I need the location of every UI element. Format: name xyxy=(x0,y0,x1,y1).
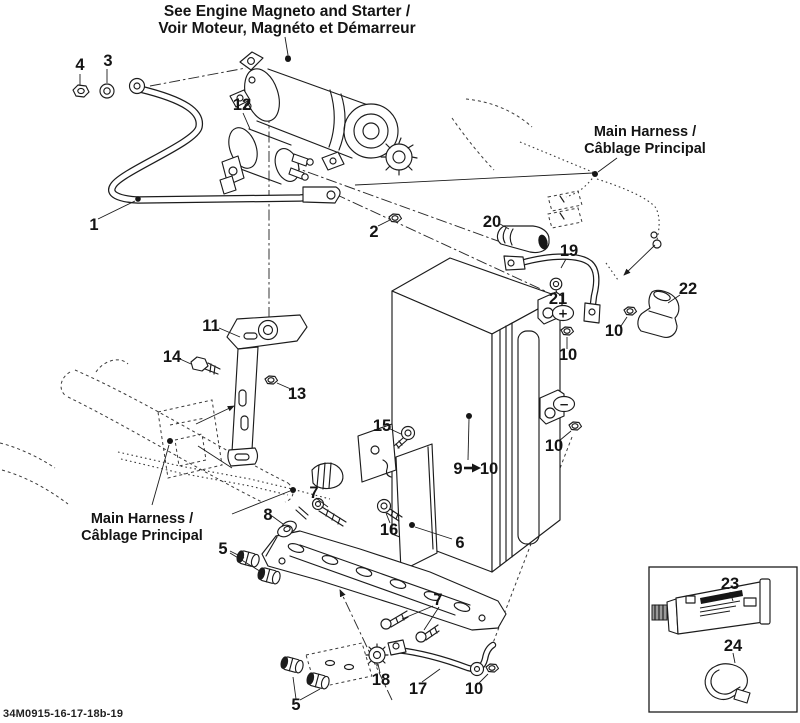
terminal-clip xyxy=(704,663,751,704)
callout-10-boot: 10 xyxy=(605,322,623,340)
harness-connectors-phantom xyxy=(547,190,583,229)
callout-1: 1 xyxy=(89,216,98,234)
callout-18: 18 xyxy=(372,671,390,689)
main-harness-label-left-line2: Câblage Principal xyxy=(81,528,203,544)
callout-5-lower: 5 xyxy=(291,696,300,714)
callout-23: 23 xyxy=(721,575,739,593)
negative-terminal-icon: − xyxy=(552,395,576,413)
leader-lines xyxy=(79,36,736,701)
negative-symbol: − xyxy=(559,398,569,412)
callout-9-to-10: 9 10 xyxy=(453,460,498,478)
callout-12: 12 xyxy=(233,96,251,114)
positive-terminal-icon: + xyxy=(551,304,575,322)
bolt-7-upper xyxy=(295,497,347,527)
callout-21: 21 xyxy=(549,290,567,308)
grease-tube xyxy=(651,578,771,635)
phantom-body-lines xyxy=(0,98,533,505)
main-harness-label-right-line1: Main Harness / xyxy=(594,124,696,140)
harness-connector-box-phantom xyxy=(157,399,223,479)
hold-down-latch xyxy=(311,462,344,490)
service-kit-box xyxy=(648,566,798,713)
callout-24: 24 xyxy=(724,637,743,655)
callout-9: 9 xyxy=(453,460,462,478)
rear-strap xyxy=(387,639,497,677)
sheet-number: 34M0915-16-17-18b-19 xyxy=(3,708,123,720)
starter-gear-icon xyxy=(380,137,418,176)
cable-washer xyxy=(99,83,115,99)
callout-10-battery: 10 xyxy=(480,460,498,478)
solenoid-nut-2 xyxy=(388,213,403,223)
callout-7-upper: 7 xyxy=(309,484,318,502)
callout-10-negative: 10 xyxy=(545,437,563,455)
callout-13: 13 xyxy=(288,385,306,403)
callout-16: 16 xyxy=(380,521,398,539)
callout-17: 17 xyxy=(409,680,427,698)
callout-10-strap: 10 xyxy=(465,680,483,698)
main-harness-label-left-line1: Main Harness / xyxy=(91,511,193,527)
terminal-boot-20 xyxy=(496,225,550,254)
nut-10-strap xyxy=(485,663,500,673)
diagram-title-line2: Voir Moteur, Magnéto et Démarreur xyxy=(158,20,415,37)
nut-10-boot xyxy=(623,306,638,316)
diagram-title-line1: See Engine Magneto and Starter / xyxy=(164,3,411,20)
bushing-5d xyxy=(304,670,332,691)
bushing-5c xyxy=(278,654,306,675)
centerlines xyxy=(149,67,656,701)
cable-bolt-21 xyxy=(549,277,563,291)
callout-10-positive: 10 xyxy=(559,346,577,364)
positive-symbol: + xyxy=(558,307,568,321)
nut-10-negative xyxy=(568,421,583,431)
callout-22: 22 xyxy=(679,280,697,298)
callout-2: 2 xyxy=(369,223,378,241)
starter-motor xyxy=(229,51,418,176)
right-arrow-icon xyxy=(464,463,481,473)
callout-7-lower: 7 xyxy=(433,591,442,609)
callout-20: 20 xyxy=(483,213,501,231)
callout-4: 4 xyxy=(75,56,85,74)
terminal-boot-22 xyxy=(637,289,680,338)
support-panel xyxy=(357,423,438,572)
callout-5-upper: 5 xyxy=(218,540,227,558)
bolt-15 xyxy=(393,425,416,449)
callout-3: 3 xyxy=(103,52,112,70)
battery-bracket xyxy=(226,314,308,467)
positive-cable xyxy=(503,253,601,324)
main-harness-label-right-line2: Câblage Principal xyxy=(584,141,706,157)
bolt-16 xyxy=(376,498,403,522)
bracket-nut-13 xyxy=(264,375,279,385)
phantom-mount-plate xyxy=(305,642,373,689)
cable-nut xyxy=(72,84,90,98)
bolts-7-lower xyxy=(380,610,440,643)
battery-tray xyxy=(261,530,507,631)
bracket-bolt-14 xyxy=(190,356,221,375)
callout-19: 19 xyxy=(560,242,578,260)
main-harness-dotted-routing xyxy=(117,141,662,500)
washer-8 xyxy=(277,520,297,538)
nut-10-positive xyxy=(560,326,575,336)
starter-solenoid xyxy=(219,127,314,195)
callout-6: 6 xyxy=(455,534,464,552)
callout-15: 15 xyxy=(373,417,391,435)
ground-cable xyxy=(108,77,341,204)
callout-8: 8 xyxy=(263,506,272,524)
serrated-washer-18 xyxy=(365,643,389,667)
callout-14: 14 xyxy=(163,348,182,366)
callout-11: 11 xyxy=(202,317,219,335)
